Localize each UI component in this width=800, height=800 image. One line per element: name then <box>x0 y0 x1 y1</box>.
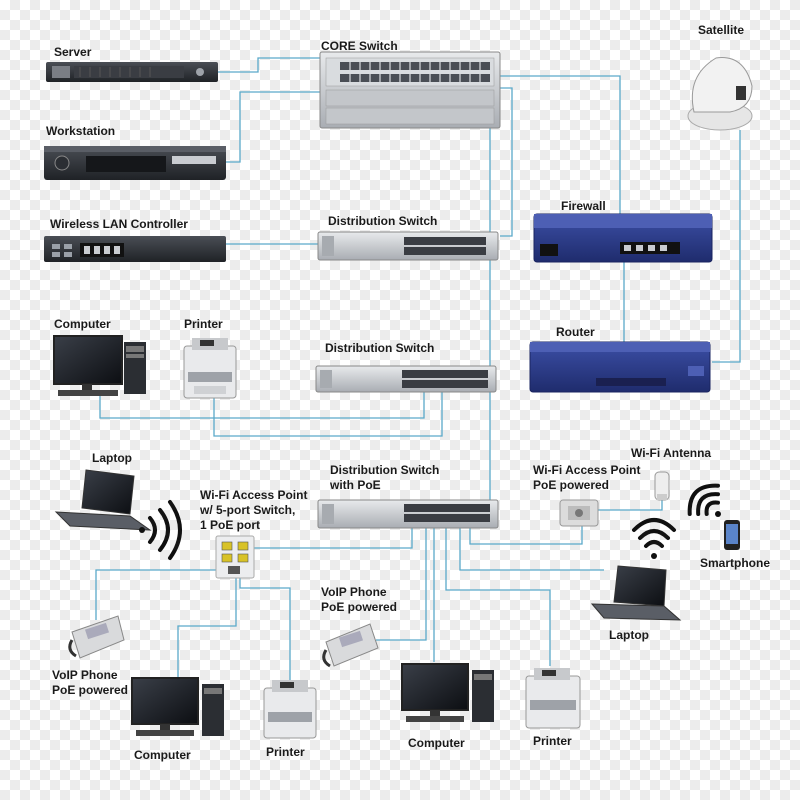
distribution-switch-poe-label: Distribution Switch with PoE <box>330 463 440 492</box>
distribution-switch-1-device <box>317 231 499 261</box>
distribution-switch-poe-device <box>317 499 499 529</box>
link-core-firewall <box>500 75 621 214</box>
wifi-ap-poe-label: Wi-Fi Access Point PoE powered <box>533 463 641 492</box>
wifi-signal-laptop-icon <box>632 518 676 559</box>
router-device <box>529 341 711 393</box>
link-poe-wap5 <box>252 524 413 549</box>
workstation-label: Workstation <box>46 124 116 138</box>
link-poe-ap <box>469 526 583 545</box>
server-device <box>46 62 218 82</box>
link-poe-laptop <box>459 528 604 571</box>
printer-3-device <box>525 668 581 729</box>
link-wap5-computer <box>177 578 237 678</box>
voip-phone-1-device <box>68 615 125 659</box>
link-core-right <box>500 87 513 237</box>
printer-2-device <box>263 680 317 739</box>
link-satellite-router <box>712 130 741 363</box>
firewall-device <box>533 213 713 263</box>
link-dist2-computer <box>99 392 425 419</box>
link-wap5-voip <box>95 569 220 620</box>
satellite-device <box>687 57 753 131</box>
core-switch-label: CORE Switch <box>321 39 398 53</box>
laptop-1-label: Laptop <box>92 451 132 465</box>
distribution-switch-2-device <box>315 365 497 393</box>
satellite-label: Satellite <box>698 23 745 37</box>
wifi-antenna-device <box>654 471 670 501</box>
router-label: Router <box>556 325 595 339</box>
computer-1-label: Computer <box>54 317 111 331</box>
printer-1-device <box>183 338 237 399</box>
wap-5port-device <box>215 535 255 579</box>
core-switch-device <box>319 51 501 129</box>
wifi-signal-icon <box>139 500 182 560</box>
printer-3-label: Printer <box>533 734 572 748</box>
voip-phone-2-device <box>322 623 379 668</box>
link-poe-printer <box>445 528 551 666</box>
link-server-core <box>218 57 320 73</box>
wifi-antenna-label: Wi-Fi Antenna <box>631 446 712 460</box>
computer-1-device <box>53 335 146 396</box>
laptop-2-device <box>590 565 682 621</box>
distribution-switch-2-label: Distribution Switch <box>325 341 435 355</box>
server-label: Server <box>54 45 92 59</box>
voip-phone-2-label: VoIP Phone PoE powered <box>321 585 398 614</box>
distribution-switch-1-label: Distribution Switch <box>328 214 438 228</box>
link-workstation-core <box>226 91 320 163</box>
link-poe-voip2 <box>376 528 427 641</box>
wlan-controller-device <box>44 236 226 262</box>
computer-3-device <box>401 663 494 722</box>
link-wap5-printer <box>239 578 291 680</box>
computer-3-label: Computer <box>408 736 465 750</box>
laptop-2-label: Laptop <box>609 628 649 642</box>
laptop-1-device <box>54 469 152 531</box>
wifi-ap-poe-device <box>559 499 599 527</box>
link-ap-antenna <box>598 500 663 511</box>
link-dist2-printer <box>213 392 443 437</box>
smartphone-device <box>724 520 740 550</box>
workstation-device <box>44 146 226 180</box>
printer-1-label: Printer <box>184 317 223 331</box>
smartphone-label: Smartphone <box>700 556 771 570</box>
wap-5port-label: Wi-Fi Access Point w/ 5-port Switch, 1 P… <box>200 488 308 532</box>
computer-2-device <box>131 677 224 736</box>
computer-2-label: Computer <box>134 748 191 762</box>
firewall-label: Firewall <box>561 199 606 213</box>
printer-2-label: Printer <box>266 745 305 759</box>
wifi-signal-smartphone-icon <box>687 483 721 517</box>
voip-phone-1-label: VoIP Phone PoE powered <box>52 668 129 697</box>
wlan-controller-label: Wireless LAN Controller <box>50 217 188 231</box>
connection-lines <box>95 57 741 680</box>
